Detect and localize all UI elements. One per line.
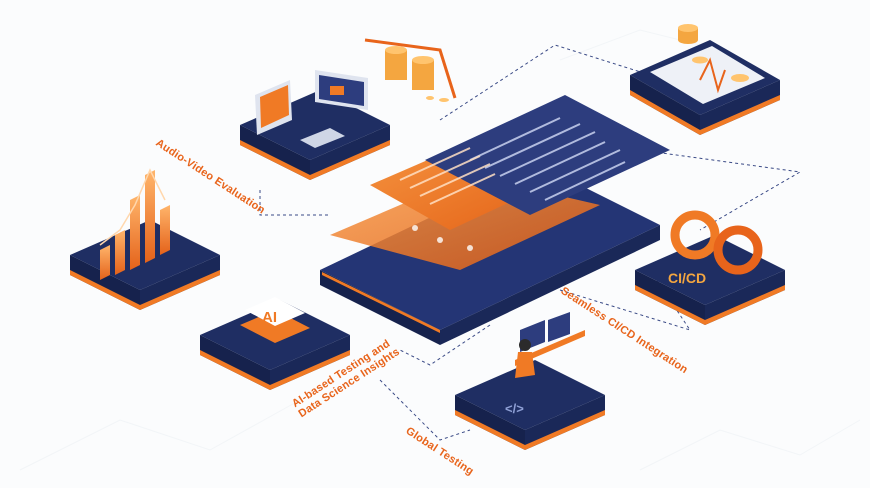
platform-cicd: CI/CD xyxy=(635,210,785,325)
platform-coins xyxy=(630,24,780,135)
cicd-infinity-icon: CI/CD xyxy=(668,210,763,286)
devices-icon xyxy=(255,70,368,148)
developer-desk-icon xyxy=(515,312,585,378)
code-badge: </> xyxy=(505,401,524,416)
falling-coins-icon xyxy=(364,38,457,102)
ai-chip-icon: AI xyxy=(240,297,310,343)
cicd-badge: CI/CD xyxy=(668,270,706,286)
platform-bar-chart xyxy=(70,168,220,310)
ai-badge: AI xyxy=(262,309,277,326)
coins-chart-icon xyxy=(678,24,749,94)
platform-ai: AI xyxy=(200,297,350,390)
platform-global: </> xyxy=(455,312,605,450)
dashed-connectors xyxy=(259,44,802,441)
platform-audio-video xyxy=(240,70,390,180)
document-layers-icon xyxy=(330,95,670,270)
bar-chart-icon xyxy=(99,168,170,280)
